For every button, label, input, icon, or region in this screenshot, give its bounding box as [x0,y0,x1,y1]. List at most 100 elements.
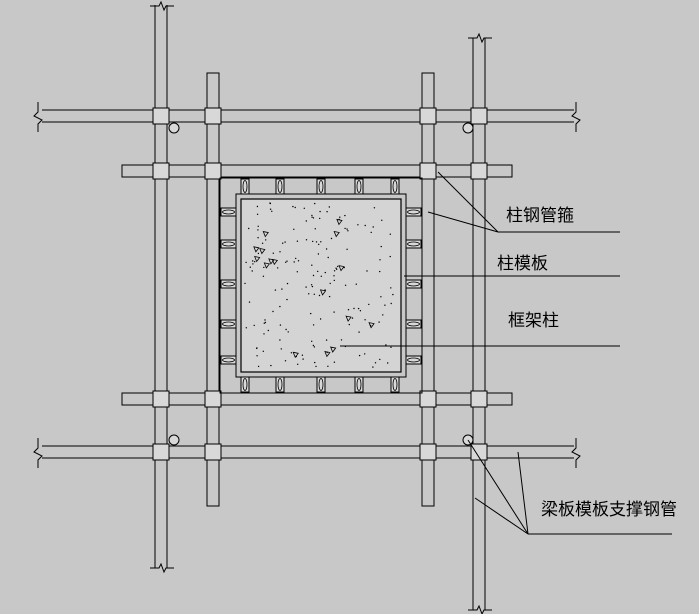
batten [220,355,237,365]
concrete-aggregate [336,218,343,226]
concrete-dot [257,237,259,239]
batten-grain [318,180,324,193]
coupler [204,107,222,125]
concrete-dot [333,279,335,282]
coupler [204,390,222,408]
concrete-dot [333,361,336,363]
concrete-dot [339,216,341,218]
concrete-aggregate [263,262,271,269]
concrete-dot [264,319,266,321]
batten [405,279,422,289]
tube-horizontal-top-short [121,164,513,178]
batten-grain [222,357,235,363]
concrete-dot [372,226,374,228]
concrete-dot [274,289,277,291]
frame-column [240,198,402,373]
concrete-dot [385,344,387,346]
batten [405,319,422,329]
concrete-aggregate [271,258,278,266]
leader-column-hoop [427,171,620,233]
column-formwork [219,177,423,394]
concrete-dot [346,248,348,250]
concrete-dot [312,240,314,243]
concrete-dot [311,214,313,217]
batten [354,376,364,393]
batten [405,355,422,365]
concrete-dot [344,284,347,286]
coupler [152,162,170,180]
concrete-aggregate [345,315,352,322]
concrete-dot [327,256,329,259]
concrete-dot [311,264,313,266]
concrete-dot [358,331,360,333]
concrete-dot [389,233,391,235]
tube-horizontal-bottom-short [121,392,513,406]
concrete-dot [252,263,254,265]
concrete-dot [358,354,361,357]
concrete-aggregate [262,231,269,238]
batten-grain [222,209,235,215]
concrete-dot [297,363,299,365]
concrete-dot [297,260,300,262]
concrete-dot [319,318,322,320]
concrete-dot [353,307,355,310]
coupler [470,162,488,180]
concrete-dot [314,228,316,230]
concrete-aggregate [268,258,275,265]
concrete-dot [333,275,335,277]
concrete-hatch [244,202,394,368]
concrete-aggregate [259,247,266,255]
concrete-dot [290,352,293,354]
concrete-dot [379,270,381,273]
concrete-dot [272,252,274,254]
concrete-dot [277,267,279,269]
concrete-dot [315,241,318,243]
tube-vertical-left-short [206,72,220,507]
concrete-dot [263,322,265,324]
concrete-dot [312,274,315,277]
batten [405,239,422,249]
support-tubes [42,5,574,610]
concrete-dot [372,366,374,368]
concrete-dot [387,362,389,364]
batten [354,178,364,195]
batten-grain [356,378,362,391]
concrete-dot [314,202,316,205]
concrete-dot [308,293,310,295]
tube-horizontal-top-long [42,109,574,123]
concrete-dot [284,360,287,362]
concrete-dot [301,354,304,356]
concrete-dot [256,205,259,208]
concrete-dot [328,295,331,298]
concrete-dot [311,340,313,342]
concrete-dot [318,243,320,246]
concrete-dot [366,270,368,272]
concrete-aggregate [338,265,345,272]
concrete-dot [340,339,343,341]
concrete-dot [251,270,253,272]
concrete-dot [380,245,382,248]
concrete-dot [294,206,296,209]
concrete-dot [269,208,272,210]
concrete-dot [328,206,330,208]
concrete-dot [302,358,304,360]
concrete-dot [303,207,305,209]
batten-grain [392,180,398,193]
formwork-battens [220,178,422,393]
concrete-aggregate [254,255,261,263]
concrete-dot [379,259,381,261]
concrete-dot [311,216,313,218]
concrete-dot [344,214,346,217]
concrete-dot [380,296,382,298]
coupler [152,443,170,461]
pole-circle [168,122,180,134]
concrete-dot [317,270,319,273]
concrete-dot [312,344,315,347]
concrete-dot [262,275,265,277]
concrete-aggregate [319,289,327,296]
concrete-dot [245,327,247,329]
concrete-dot [310,312,312,315]
concrete-dot [285,261,287,263]
concrete-dot [330,237,333,240]
